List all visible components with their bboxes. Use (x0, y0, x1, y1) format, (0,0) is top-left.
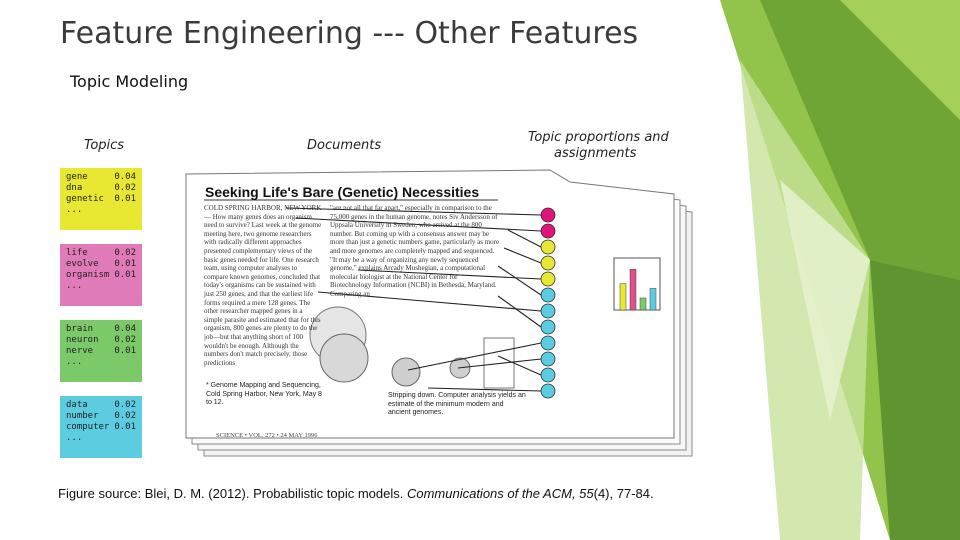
assignment-dot (540, 223, 556, 239)
topic-box: data 0.02 number 0.02 computer 0.01... (60, 396, 142, 458)
assignment-dot (540, 207, 556, 223)
assignment-arrow (503, 247, 542, 264)
caption-text: Figure source: Blei, D. M. (2012). Proba… (58, 486, 407, 501)
assignment-dot (540, 383, 556, 399)
assignment-dot (540, 255, 556, 271)
topic-word-row: computer 0.01 (66, 422, 136, 433)
topic-word: data (66, 400, 88, 410)
topic-word: life (66, 248, 88, 258)
figure-graphics (185, 169, 693, 457)
topic-word: brain (66, 324, 94, 334)
assignment-arrow (285, 207, 542, 216)
topic-word-probability: 0.01 (114, 259, 136, 269)
document-figure-caption: Stripping down. Computer analysis yields… (388, 392, 526, 416)
caption-journal: Communications of the ACM, 55 (406, 486, 594, 501)
assignment-dot (540, 351, 556, 367)
document-column-1: COLD SPRING HARBOR, NEW YORK— How many g… (204, 204, 322, 367)
assignment-arrow (295, 217, 542, 232)
topic-word-probability: 0.01 (114, 270, 136, 280)
assignment-arrow (497, 355, 542, 376)
proportions-label-line2: assignments (554, 146, 637, 161)
topic-more-ellipsis: ... (66, 357, 83, 367)
topic-assignment-dots (540, 207, 556, 399)
topic-word: genetic (66, 194, 104, 204)
topic-word-row: data 0.02 (66, 400, 136, 411)
decorative-green-shapes (720, 0, 960, 540)
topic-word-row: evolve 0.01 (66, 259, 136, 270)
assignment-dot (540, 303, 556, 319)
assignment-arrow (507, 229, 542, 248)
topic-word: number (66, 411, 99, 421)
documents-label: Documents (307, 138, 382, 153)
topic-word-probability: 0.01 (114, 194, 136, 204)
assignment-dot (540, 335, 556, 351)
topic-word-probability: 0.02 (114, 183, 136, 193)
topic-word-probability: 0.02 (114, 400, 136, 410)
proportion-bar (619, 283, 627, 311)
topic-word-row: dna 0.02 (66, 183, 136, 194)
assignment-arrow (317, 291, 542, 312)
topic-word: gene (66, 172, 88, 182)
topic-more-ellipsis: ... (66, 281, 83, 291)
assignment-arrow (457, 358, 542, 369)
assignment-dot (540, 319, 556, 335)
topic-word-row: organism 0.01 (66, 270, 136, 281)
topic-word-row: number 0.02 (66, 411, 136, 422)
topic-box: brain 0.04 neuron 0.02 nerve 0.01... (60, 320, 142, 382)
proportion-bar (639, 297, 647, 311)
topic-word-row: life 0.02 (66, 248, 136, 259)
slide-subtitle: Topic Modeling (70, 72, 189, 91)
topic-word: computer (66, 422, 110, 432)
topic-word-row: gene 0.04 (66, 172, 136, 183)
assignment-arrow (407, 342, 542, 371)
topic-model-figure: Topics Documents Topic proportions and a… (28, 120, 735, 512)
topic-word-row: brain 0.04 (66, 324, 136, 335)
topic-proportions-bars (619, 268, 657, 311)
topic-word-probability: 0.01 (114, 422, 136, 432)
topic-word-probability: 0.02 (114, 335, 136, 345)
topic-more-ellipsis: ... (66, 205, 83, 215)
topic-word-probability: 0.02 (114, 411, 136, 421)
topic-box: gene 0.04 dna 0.02 genetic 0.01... (60, 168, 142, 230)
topic-word-probability: 0.04 (114, 324, 136, 334)
assignment-dot (540, 239, 556, 255)
topic-word: evolve (66, 259, 99, 269)
assignment-dot (540, 271, 556, 287)
topic-more-ellipsis: ... (66, 433, 83, 443)
slide-title: Feature Engineering --- Other Features (60, 16, 639, 51)
proportion-bar (649, 288, 657, 311)
topic-word: nerve (66, 346, 94, 356)
topic-word-row: genetic 0.01 (66, 194, 136, 205)
assignment-dot (540, 367, 556, 383)
figure-source-caption: Figure source: Blei, D. M. (2012). Proba… (58, 486, 654, 501)
assignment-arrow (497, 295, 542, 328)
assignment-arrow (497, 265, 542, 296)
topic-box: life 0.02 evolve 0.01 organism 0.01... (60, 244, 142, 306)
assignment-arrow (357, 269, 542, 280)
document-title: Seeking Life's Bare (Genetic) Necessitie… (205, 184, 480, 200)
assignment-arrow (427, 387, 542, 392)
topic-word: dna (66, 183, 83, 193)
topic-word-row: nerve 0.01 (66, 346, 136, 357)
topic-word-probability: 0.04 (114, 172, 136, 182)
document-column-2: "are not all that far apart," especially… (330, 204, 500, 298)
topics-label: Topics (84, 138, 125, 153)
proportion-bar (629, 268, 637, 311)
assignment-dot (540, 287, 556, 303)
topic-word-probability: 0.02 (114, 248, 136, 258)
assignment-arrows (285, 207, 542, 392)
topic-word: neuron (66, 335, 99, 345)
topic-word-probability: 0.01 (114, 346, 136, 356)
topic-word: organism (66, 270, 110, 280)
caption-issue: (4), 77-84. (593, 486, 654, 501)
proportions-label-line1: Topic proportions and (528, 130, 669, 145)
document-footer: SCIENCE • VOL. 272 • 24 MAY 1996 (216, 432, 318, 439)
document-footnote: * Genome Mapping and Sequencing, Cold Sp… (206, 382, 322, 406)
topic-word-row: neuron 0.02 (66, 335, 136, 346)
